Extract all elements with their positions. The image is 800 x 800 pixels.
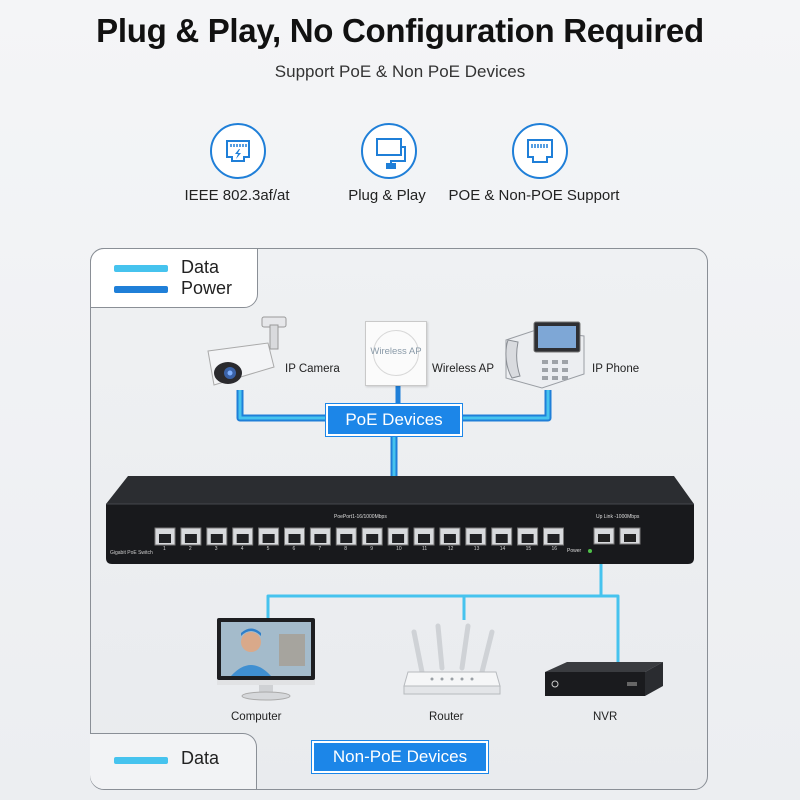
- ip-phone-label: IP Phone: [592, 363, 640, 375]
- wireless-ap-icon: Wireless AP: [365, 321, 427, 386]
- non-poe-devices-badge: Non-PoE Devices: [312, 741, 488, 773]
- poe-port-socket: [340, 534, 353, 543]
- legend-bottom-data-line: [114, 757, 168, 764]
- legend-bottom-data-label: Data: [181, 748, 220, 768]
- wireless-ap-label: Wireless AP: [432, 363, 494, 375]
- port-number: 5: [266, 546, 270, 552]
- poe-port-socket: [443, 534, 456, 543]
- nvr-icon: [545, 662, 663, 696]
- ip-camera-icon: [207, 316, 287, 386]
- poe-port-socket: [288, 534, 301, 543]
- legend-power-line: [114, 286, 168, 293]
- legend-top: [90, 248, 258, 308]
- legend-data-label: Data: [181, 257, 220, 277]
- poe-port-socket: [366, 534, 379, 543]
- poe-port-socket: [547, 534, 560, 543]
- poe-port-socket: [314, 534, 327, 543]
- poe-port-socket: [210, 534, 223, 543]
- port-number: 3: [214, 546, 218, 552]
- port-number: 14: [499, 546, 506, 552]
- port-number: 9: [370, 546, 373, 552]
- port-number: 16: [551, 546, 558, 552]
- page-title: Plug & Play, No Configuration Required: [96, 12, 704, 49]
- feature-label-ieee: IEEE 802.3af/at: [184, 187, 290, 204]
- port-number: 6: [292, 546, 296, 552]
- uplink-label: Up Link -1000Mbps: [596, 514, 640, 520]
- ethernet-port-icon: [512, 123, 568, 179]
- ip-camera-label: IP Camera: [285, 363, 340, 375]
- poe-port-socket: [469, 534, 482, 543]
- port-number: 10: [396, 546, 402, 552]
- computer-label: Computer: [231, 711, 282, 723]
- legend-data-line: [114, 265, 168, 272]
- port-number: 7: [318, 546, 322, 552]
- feature-label-plug-play: Plug & Play: [348, 187, 426, 204]
- power-label: Power: [567, 548, 582, 554]
- poe-port-socket: [159, 534, 171, 543]
- ip-phone-icon: [505, 321, 585, 389]
- poe-port-socket: [392, 534, 405, 543]
- switch-model-label: Gigabit PoE Switch: [110, 550, 153, 556]
- page-subtitle: Support PoE & Non PoE Devices: [274, 62, 526, 81]
- plug-cable-icon: [361, 123, 417, 179]
- port-number: 1: [163, 546, 166, 552]
- poe-ports-label: PoePort1-16/1000Mbps: [334, 514, 387, 520]
- ap-device-text: Wireless AP: [370, 346, 422, 357]
- feature-label-poe-support: POE & Non-POE Support: [448, 187, 620, 204]
- legend-power-label: Power: [181, 278, 233, 298]
- port-number: 2: [188, 546, 192, 552]
- poe-port-socket: [184, 534, 197, 543]
- port-number: 12: [447, 546, 454, 552]
- router-icon: [403, 623, 501, 695]
- nvr-label: NVR: [593, 711, 618, 723]
- port-number: 11: [422, 546, 428, 552]
- computer-icon: [217, 618, 315, 701]
- poe-ports: [154, 527, 564, 546]
- poe-port-socket: [495, 534, 508, 543]
- poe-port-socket: [418, 534, 430, 543]
- port-number: 4: [240, 546, 244, 552]
- poe-port-socket: [236, 534, 249, 543]
- power-led: [588, 549, 592, 553]
- uplink-ports: [593, 527, 641, 545]
- port-number: 15: [525, 546, 532, 552]
- poe-port-socket: [521, 534, 534, 543]
- router-label: Router: [429, 711, 464, 723]
- port-number: 13: [473, 546, 480, 552]
- port-number: 8: [344, 546, 348, 552]
- poe-port-socket: [262, 534, 275, 543]
- poe-devices-badge: PoE Devices: [326, 404, 462, 436]
- ethernet-port-lightning-icon: [210, 123, 266, 179]
